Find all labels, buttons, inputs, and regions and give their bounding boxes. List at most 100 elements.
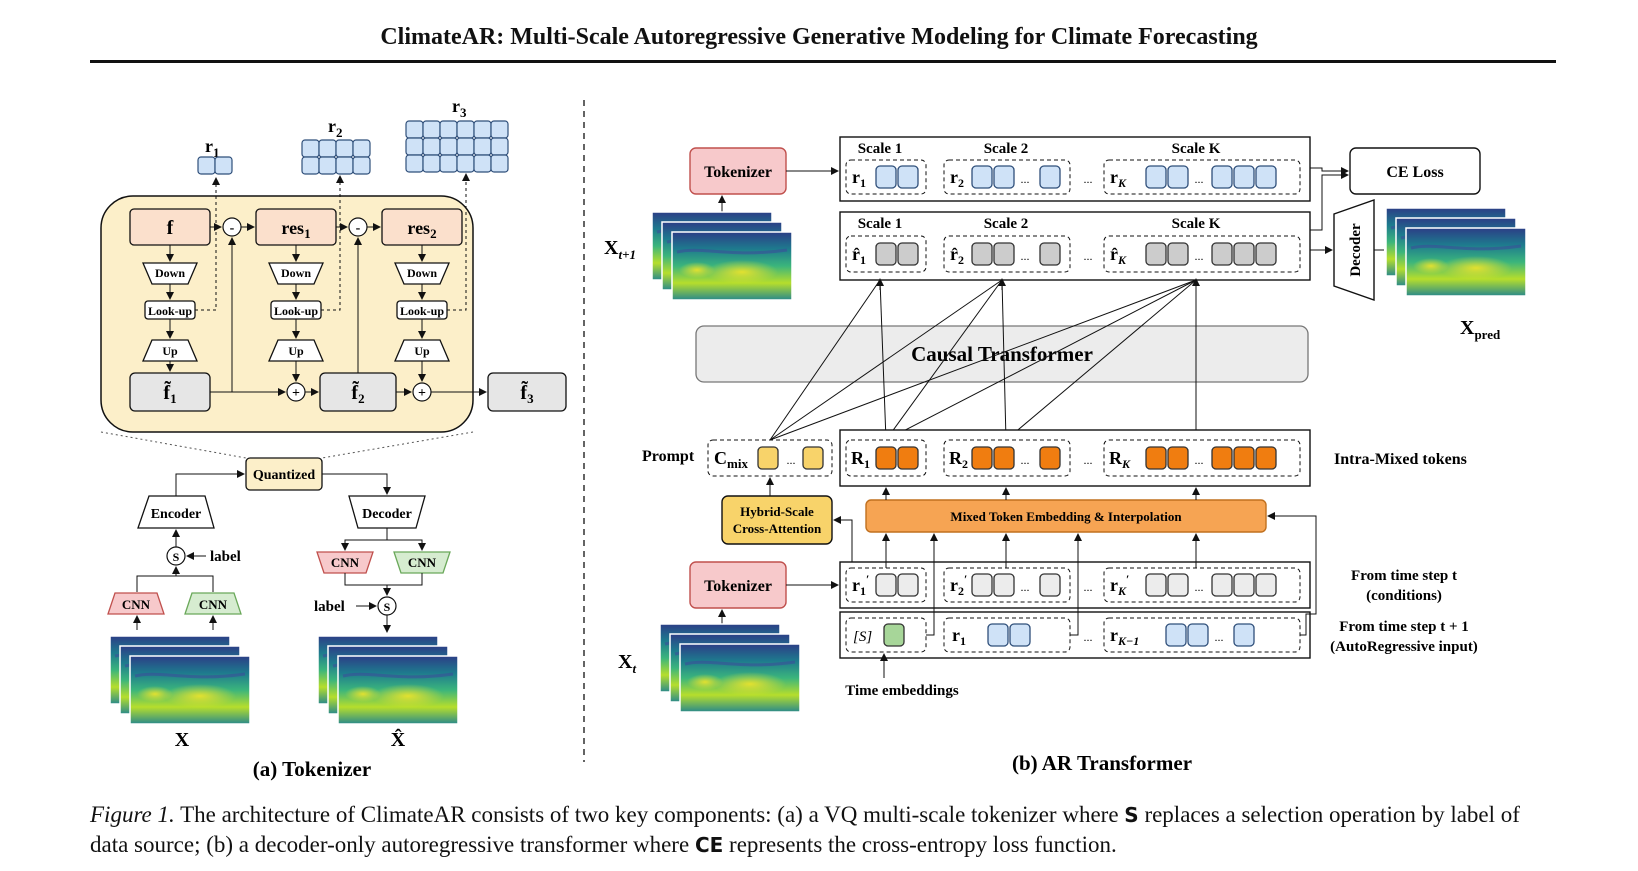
selector-s: S (384, 600, 391, 614)
figure-caption: Figure 1. The architecture of ClimateAR … (90, 800, 1560, 860)
ellipsis: ... (1084, 580, 1093, 594)
svg-text:Down: Down (407, 266, 437, 280)
start-token-group (845, 617, 927, 653)
scaleK-label-pred: Scale K (1172, 216, 1221, 232)
R2-group (943, 439, 1071, 477)
r2-label: r2 (328, 116, 343, 140)
ellipsis: ... (1084, 630, 1093, 644)
scale2-label: Scale 2 (984, 141, 1029, 157)
ar-transformer-panel: Tokenizer Xt+1 Scale 1 Scale 2 Scale K r… (604, 136, 1528, 775)
cmix-label: Cmix (714, 448, 748, 471)
svg-text:CNN: CNN (199, 597, 228, 612)
scale2-label-pred: Scale 2 (984, 216, 1029, 232)
res2-label: res2 (407, 218, 436, 241)
figure-caption-part2: replaces a selection operation by label … (90, 802, 1520, 857)
decoder-block-b: Decoder (1333, 199, 1375, 301)
xt-climate-image-stack (658, 622, 802, 714)
r1prime-tokens (875, 573, 919, 597)
up-block-1: Up (142, 339, 198, 362)
label-text-encoder: label (210, 549, 241, 565)
xhat-label: X̂ (391, 727, 406, 751)
rhatK-token-label: r̂K (1110, 244, 1127, 267)
r1prime-label: r1′ (852, 572, 869, 598)
svg-text:Up: Up (162, 344, 178, 358)
encoder-block: Encoder (137, 495, 215, 529)
cnn-block-green-decoder: CNN (393, 551, 451, 574)
svg-text:CNN: CNN (122, 597, 151, 612)
r2prime-group (943, 567, 1071, 603)
r2prime-label: r2′ (950, 572, 967, 598)
reconstructed-climate-image-stack (316, 634, 460, 726)
svg-text:Up: Up (288, 344, 304, 358)
figure-caption-part1: The architecture of ClimateAR consists o… (174, 802, 1125, 827)
mixed-token-embedding-box (865, 499, 1267, 533)
from-t1-label-2: (AutoRegressive input) (1330, 639, 1478, 655)
r2prime-tokens (971, 573, 1061, 597)
ellipsis: ... (1195, 580, 1204, 594)
scale1-pred-group (845, 235, 927, 273)
ellipsis: ... (1021, 453, 1030, 467)
f1-label: f̃1 (163, 380, 176, 406)
ellipsis: ... (1195, 172, 1204, 186)
R2-label: R2 (949, 448, 968, 471)
hybrid-scale-cross-attention-box (721, 495, 833, 545)
prompt-label: Prompt (642, 448, 695, 465)
svg-text:Look-up: Look-up (148, 304, 192, 318)
res1-label: res1 (281, 218, 310, 241)
time-embeddings-label: Time embeddings (845, 683, 959, 699)
RK-label: RK (1109, 448, 1131, 471)
causal-transformer-label: Causal Transformer (911, 342, 1093, 366)
lookup-block-1: Look-up (144, 300, 196, 320)
scale2-pred-group (943, 235, 1071, 273)
r1-token-grid (197, 156, 233, 175)
svg-text:Decoder: Decoder (1348, 223, 1364, 277)
svg-text:Decoder: Decoder (362, 507, 412, 522)
ellipsis: ... (1215, 630, 1224, 644)
ellipsis: ... (1021, 249, 1030, 263)
ellipsis: ... (787, 453, 796, 467)
minus-sign: - (230, 221, 235, 236)
from-t1-label-1: From time step t + 1 (1339, 619, 1469, 635)
rK1-input-label: rK−1 (1110, 625, 1139, 648)
rKprime-group (1103, 567, 1301, 603)
r1-input-label: r1 (952, 625, 966, 648)
up-block-3: Up (394, 339, 450, 362)
ar-transformer-caption: (b) AR Transformer (1012, 751, 1192, 775)
rKprime-label: rK′ (1110, 572, 1129, 598)
prompt-group (707, 439, 833, 477)
start-token (883, 623, 905, 647)
tokenizer-label-top: Tokenizer (704, 164, 772, 181)
from-t-label-1: From time step t (1351, 568, 1457, 584)
r3-label: r3 (452, 96, 467, 120)
down-block-3: Down (394, 262, 450, 285)
r3-token-grid (405, 120, 509, 173)
xt1-climate-image-stack (650, 210, 794, 302)
figure-caption-s: S (1124, 803, 1139, 827)
f3-box (487, 372, 567, 412)
xt-label: Xt (618, 651, 636, 676)
ellipsis: ... (1084, 249, 1093, 263)
figure-caption-ce: CE (694, 833, 724, 857)
tokenizer-label-bottom: Tokenizer (704, 578, 772, 595)
plus-sign: + (292, 386, 300, 401)
from-t-label-2: (conditions) (1366, 588, 1442, 604)
ellipsis: ... (1195, 453, 1204, 467)
scaleK-pred-group (1103, 235, 1301, 273)
scale2-group (943, 159, 1071, 195)
cnn-block-red-encoder: CNN (107, 592, 165, 615)
mixed-token-embedding-label: Mixed Token Embedding & Interpolation (950, 509, 1182, 524)
ellipsis: ... (1021, 580, 1030, 594)
svg-text:Up: Up (414, 344, 430, 358)
scale1-label: Scale 1 (858, 141, 903, 157)
minus-sign: - (356, 221, 361, 236)
figure-caption-label: Figure 1. (90, 802, 175, 827)
rKprime-tokens (1145, 573, 1277, 597)
down-block-1: Down (142, 262, 198, 285)
page-title: ClimateAR: Multi-Scale Autoregressive Ge… (380, 24, 1258, 50)
intra-mixed-label: Intra-Mixed tokens (1334, 451, 1467, 468)
R1-group (845, 439, 927, 477)
svg-text:Down: Down (155, 266, 185, 280)
quantized-label: Quantized (253, 468, 315, 483)
rhat2-token-label: r̂2 (950, 244, 964, 267)
